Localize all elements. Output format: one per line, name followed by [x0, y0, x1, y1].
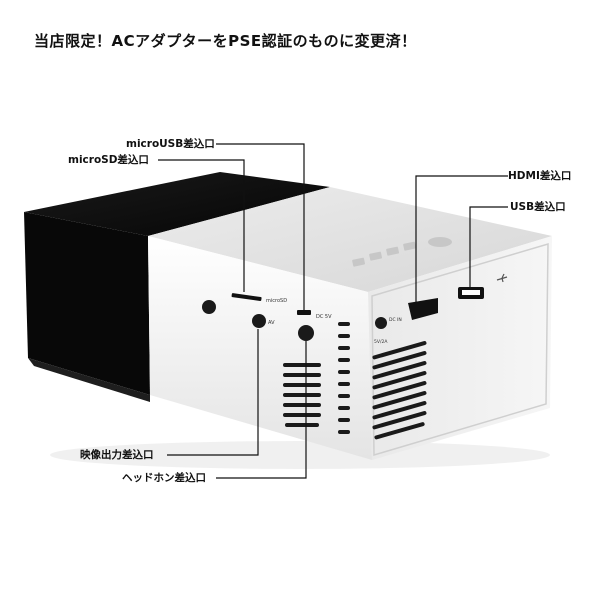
microsd-slot [231, 293, 262, 302]
callout-lines [158, 143, 508, 479]
label-microusb: microUSB差込口 [126, 138, 215, 150]
microsd-leader [158, 159, 245, 292]
headline-text: 当店限定！ACアダプターをPSE認証のものに変更済！ [34, 32, 417, 50]
av-port [252, 314, 266, 328]
floor-shadow [50, 441, 550, 469]
top-emboss [352, 237, 452, 267]
label-usb: USB差込口 [510, 201, 566, 213]
label-headphone: ヘッドホン差込口 [122, 472, 206, 484]
headphone-port [298, 325, 314, 341]
microusb-leader [216, 143, 305, 310]
microusb-port [297, 310, 311, 315]
label-microsd: microSD差込口 [68, 154, 149, 166]
mark-dc5v: DC 5V [316, 314, 332, 320]
side-vents [372, 341, 427, 440]
mark-dc-in: DC IN [389, 317, 402, 323]
mark-5v2a: 5V/2A [374, 339, 388, 345]
hdmi-leader [415, 175, 508, 302]
hdmi-port [408, 298, 438, 320]
mark-av: AV [268, 320, 275, 326]
black-front-section [24, 212, 150, 395]
usb-symbol-icon [496, 273, 508, 283]
front-hole [202, 300, 216, 314]
usb-leader [469, 206, 508, 288]
white-top-section [148, 187, 552, 292]
front-vents [283, 322, 350, 434]
dc-in-port [375, 317, 387, 329]
label-hdmi: HDMI差込口 [508, 170, 572, 182]
label-video-out: 映像出力差込口 [80, 449, 154, 461]
black-top-section [24, 172, 330, 236]
headphone-leader [216, 341, 307, 479]
video-leader [167, 329, 259, 456]
mark-microsd: microSD [266, 298, 287, 304]
